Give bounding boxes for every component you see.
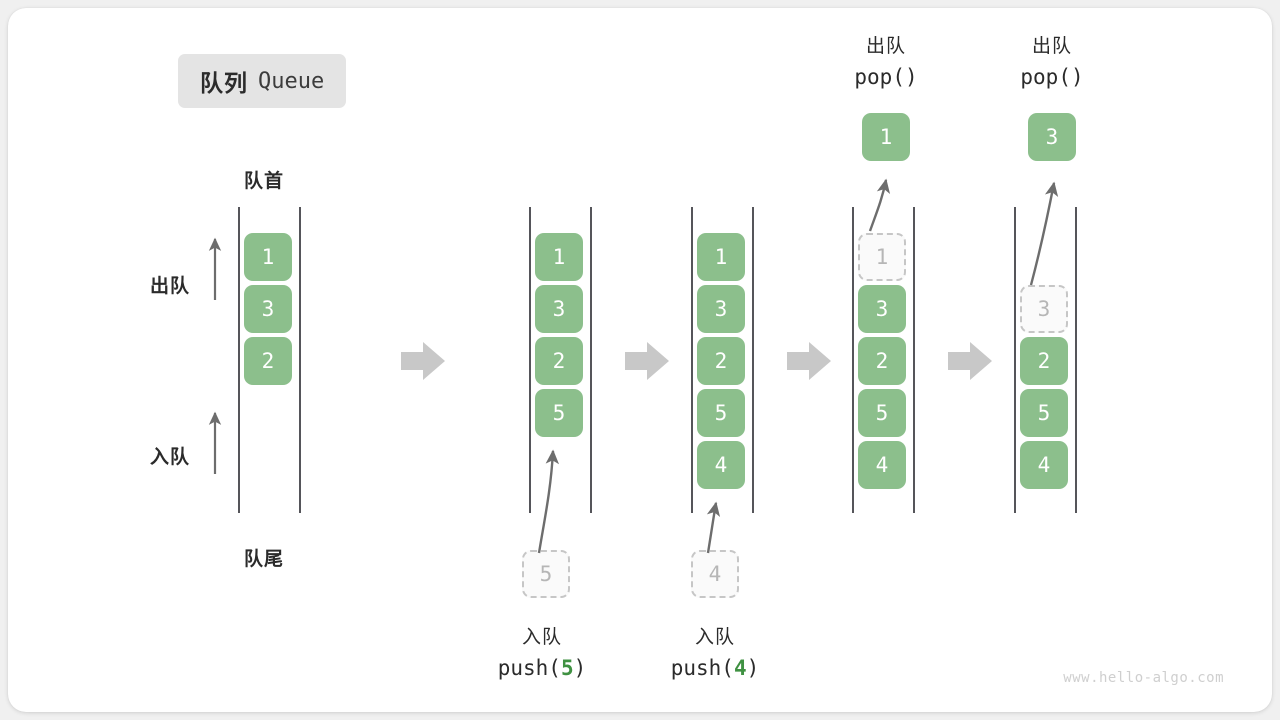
title-badge: 队列 Queue [178,54,347,108]
cell-col3-0: 1 [697,233,745,281]
cell-col3-4: 4 [697,441,745,489]
rail-left-col4 [852,207,854,513]
incoming-cell-push4: 4 [691,550,739,598]
op-push4-code: push(4) [615,652,815,685]
cell-col3-1: 3 [697,285,745,333]
op-push5-prefix: push( [497,656,561,681]
op-push4-prefix: push( [670,656,734,681]
push4-arrow [706,501,721,554]
push5-arrow [537,449,560,554]
op-label-pop3: 出队 pop() [966,32,1138,94]
rail-left-col2 [529,207,531,513]
cell-col1-2: 2 [244,337,292,385]
watermark: www.hello-algo.com [1063,670,1224,686]
popped-cell-1: 1 [862,113,910,161]
cell-col4-1: 3 [858,285,906,333]
rail-right-col2 [590,207,592,513]
op-pop3-code: pop() [1020,65,1084,90]
pop3-arrow [1029,181,1059,286]
arrow-overlay [208,178,1059,554]
cell-col5-4: 4 [1020,441,1068,489]
dequeue-side-label: 出队 [150,276,191,297]
title-en: Queue [258,68,325,94]
op-pop1-cn: 出队 [865,36,906,57]
queue-tail-label: 队尾 [244,549,285,570]
cell-col2-2: 2 [535,337,583,385]
rail-left-col3 [691,207,693,513]
step-arrow-1 [401,342,445,380]
enqueue-side-label: 入队 [150,447,191,468]
cell-col2-1: 3 [535,285,583,333]
op-label-push4: 入队 push(4) [615,623,815,685]
pop1-arrow [868,178,891,232]
diagram-card: 队列 Queue 队首 队尾 出队 入队 1 3 2 1 3 2 5 5 入队 … [8,8,1272,712]
cell-col4-4: 4 [858,441,906,489]
cell-col2-3: 5 [535,389,583,437]
op-label-pop1: 出队 pop() [800,32,972,94]
op-push4-suffix: ) [746,656,760,681]
rail-left-col5 [1014,207,1016,513]
rail-right-col3 [752,207,754,513]
cell-col4-0: 1 [858,233,906,281]
step-arrow-3 [787,342,831,380]
rail-left-col1 [238,207,240,513]
op-pop1-code: pop() [854,65,918,90]
op-push5-code: push(5) [442,652,642,685]
op-push5-arg: 5 [560,656,574,681]
op-label-push5: 入队 push(5) [442,623,642,685]
cell-col5-3: 5 [1020,389,1068,437]
title-cn: 队列 [200,70,248,96]
op-push4-cn: 入队 [694,627,735,648]
cell-col1-1: 3 [244,285,292,333]
popped-cell-3: 3 [1028,113,1076,161]
cell-col2-0: 1 [535,233,583,281]
cell-col4-2: 2 [858,337,906,385]
rail-right-col5 [1075,207,1077,513]
cell-col4-3: 5 [858,389,906,437]
cell-col5-2: 2 [1020,337,1068,385]
op-push5-suffix: ) [573,656,587,681]
rail-right-col4 [913,207,915,513]
cell-col3-2: 2 [697,337,745,385]
queue-head-label: 队首 [244,171,285,192]
op-push4-arg: 4 [733,656,747,681]
incoming-cell-push5: 5 [522,550,570,598]
cell-col5-1: 3 [1020,285,1068,333]
step-arrow-2 [625,342,669,380]
cell-col1-0: 1 [244,233,292,281]
op-pop3-cn: 出队 [1031,36,1072,57]
op-push5-cn: 入队 [521,627,562,648]
rail-right-col1 [299,207,301,513]
cell-col3-3: 5 [697,389,745,437]
step-arrow-4 [948,342,992,380]
